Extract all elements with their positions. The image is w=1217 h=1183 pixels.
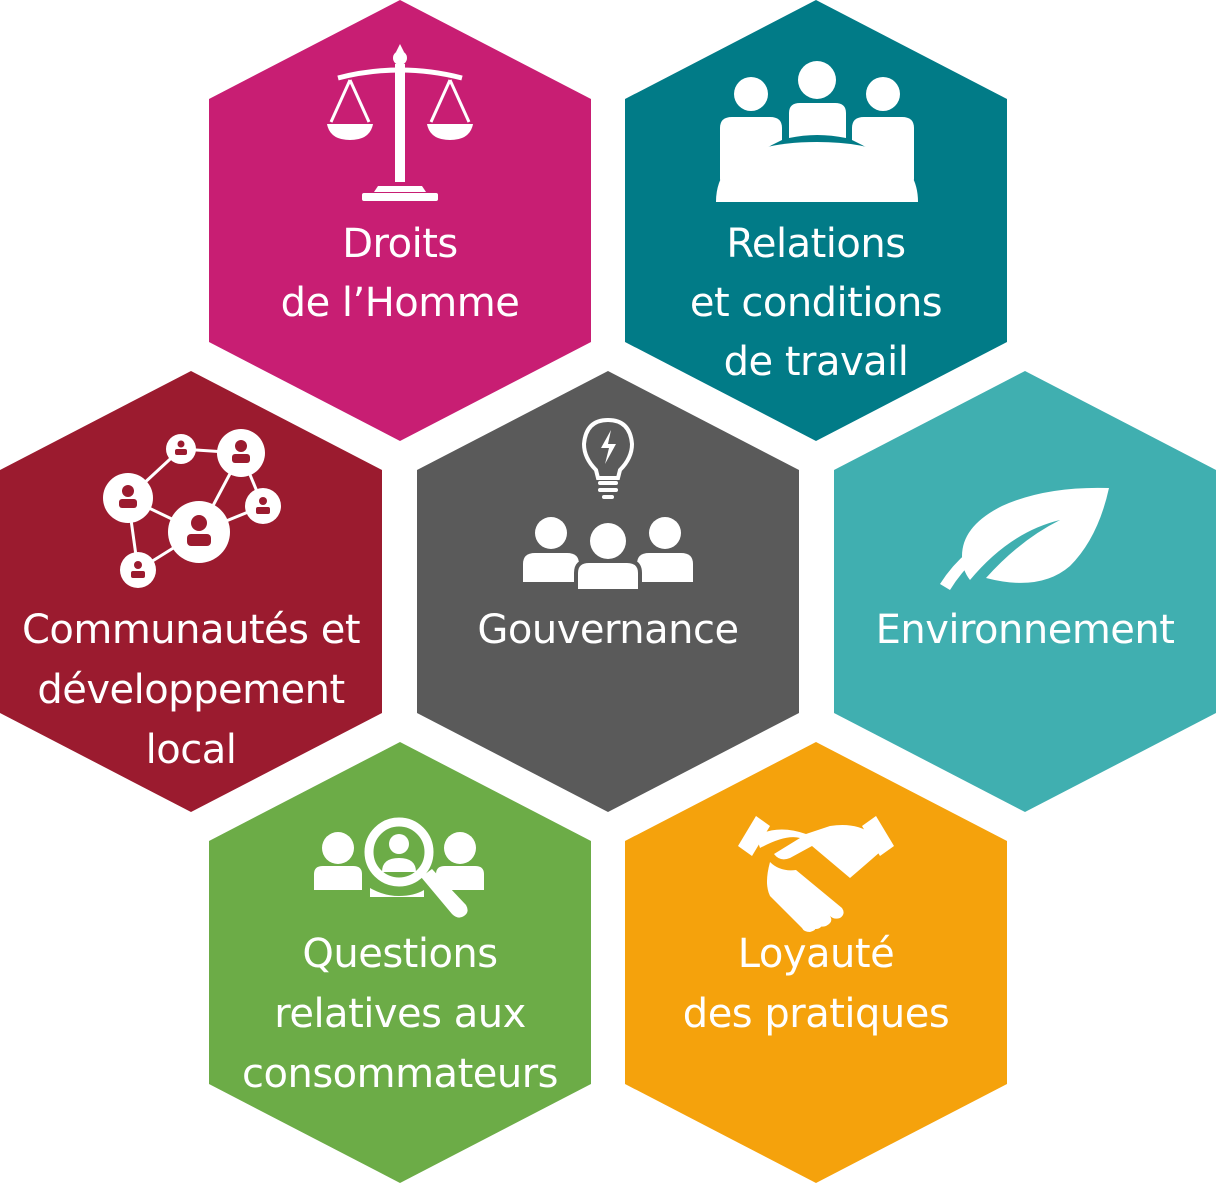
scales-icon [327, 44, 473, 201]
label-line: Droits [342, 221, 457, 267]
hex-shape [625, 0, 1007, 441]
network-icon [103, 429, 281, 588]
label-line: Gouvernance [477, 607, 738, 653]
hex-shape [834, 371, 1216, 812]
label-line: développement [37, 667, 344, 713]
hex-gouvernance: Gouvernance [417, 371, 799, 812]
hex-questions-relatives-aux-consommateurs: Questions relatives aux consommateurs [209, 742, 591, 1183]
label-line: Loyauté [738, 931, 894, 977]
search-people-icon [314, 817, 484, 918]
leaf-icon [940, 487, 1109, 590]
label-line: Communautés et [22, 607, 360, 653]
hex-shape [0, 371, 382, 812]
lightbulb-icon [581, 417, 635, 499]
label-line: Environnement [876, 607, 1175, 653]
label-line: de travail [724, 339, 909, 385]
label-line: consommateurs [242, 1051, 558, 1097]
label-line: et conditions [690, 280, 942, 326]
hex-communautes-et-developpement-local: Communautés et développement local [0, 371, 382, 812]
hex-shape [209, 742, 591, 1183]
hex-relations-et-conditions-de-travail: Relations et conditions de travail [625, 0, 1007, 441]
hex-shape [625, 742, 1007, 1183]
hex-shape [209, 0, 591, 441]
label-line: de l’Homme [281, 280, 520, 326]
hex-droits-de-lhomme: Droits de l’Homme [209, 0, 591, 441]
meeting-icon [716, 61, 918, 202]
idea-group-icon [523, 417, 693, 593]
label-line: des pratiques [683, 991, 949, 1037]
label-line: Relations [726, 221, 905, 267]
hex-environnement: Environnement [834, 371, 1216, 812]
handshake-icon [738, 816, 894, 932]
label-line: Questions [302, 931, 497, 977]
hex-loyaute-des-pratiques: Loyauté des pratiques [625, 742, 1007, 1183]
label-line: local [146, 727, 237, 773]
label-line: relatives aux [274, 991, 525, 1037]
